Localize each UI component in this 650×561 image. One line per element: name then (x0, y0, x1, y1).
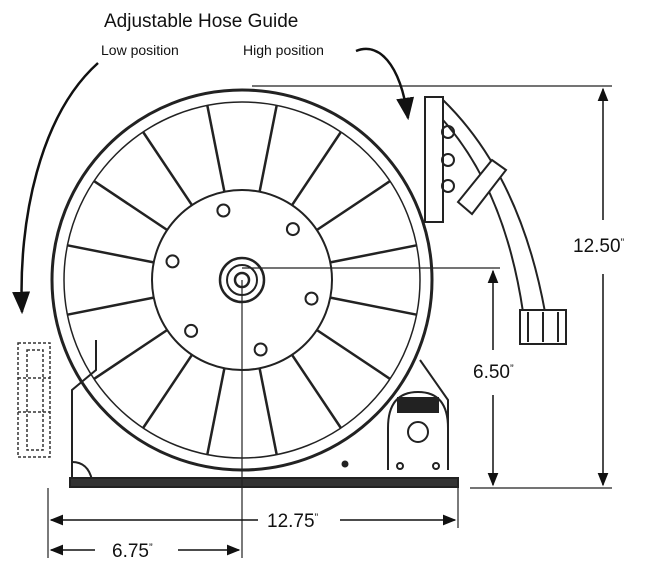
hub-bolt (285, 222, 300, 237)
reel-spoke (290, 131, 342, 206)
reel-spoke (258, 105, 278, 192)
dimension-arrows (49, 87, 609, 556)
reel-spoke (206, 368, 226, 455)
reel-spoke (330, 244, 417, 264)
reel-spokes (67, 105, 417, 455)
hub-bolt (253, 342, 268, 357)
hub-bolt (165, 254, 180, 269)
reel-spoke (330, 296, 417, 316)
high-position-guide (424, 96, 567, 345)
reel-spoke (316, 180, 391, 232)
hub-bolt (304, 291, 319, 306)
hub-bolts (165, 203, 319, 357)
callout-arrows (12, 47, 415, 315)
high-position-label: High position (243, 42, 324, 58)
reel-spoke (142, 354, 194, 429)
hub-bolt (216, 203, 231, 218)
diagram-title: Adjustable Hose Guide (104, 11, 298, 32)
reel-spoke (93, 180, 168, 232)
width-overall-label: 12.75” (267, 511, 319, 532)
height-overall-label: 12.50” (573, 236, 625, 257)
reel-spoke (142, 131, 194, 206)
low-position-arrow (12, 62, 99, 315)
reel-spoke (67, 244, 154, 264)
reel-spoke (206, 105, 226, 192)
reel-spoke (93, 328, 168, 380)
hub-height-label-bg (466, 356, 524, 386)
reel-spoke (316, 328, 391, 380)
hub-bolt (184, 323, 199, 338)
reel-frame (69, 340, 459, 488)
reel-spoke (258, 368, 278, 455)
height-label-bg (565, 230, 627, 260)
motor-housing (387, 390, 449, 470)
hub-offset-label: 6.75” (112, 541, 153, 561)
reel-spoke (290, 354, 342, 429)
dimension-guides (47, 85, 612, 558)
hub-height-label: 6.50” (473, 362, 514, 383)
high-position-arrow (355, 47, 415, 121)
low-position-guide (17, 342, 51, 458)
reel-spoke (67, 296, 154, 316)
low-position-label: Low position (101, 42, 179, 58)
